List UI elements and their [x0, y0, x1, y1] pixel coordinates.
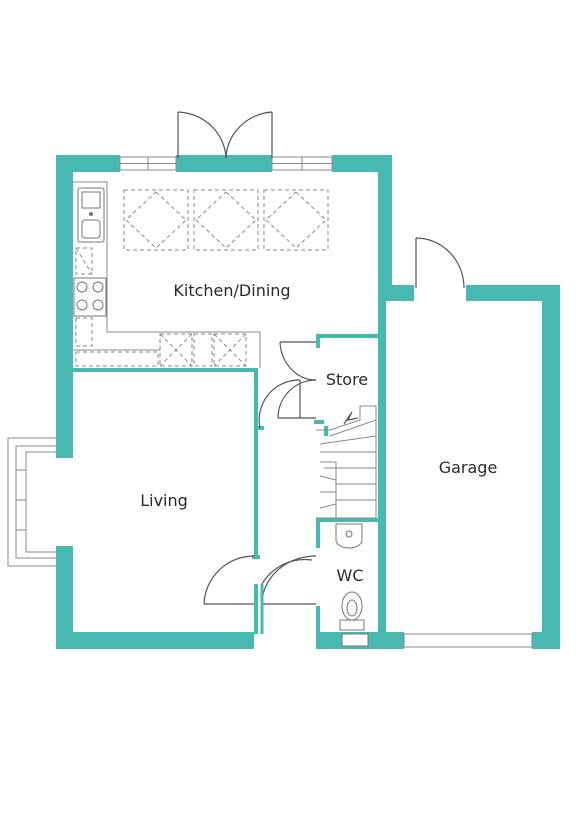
- sink-icon: [77, 187, 105, 243]
- french-doors: [177, 111, 273, 159]
- room-label-store: Store: [326, 370, 368, 389]
- store-door: [279, 341, 317, 381]
- garage-side-door: [415, 237, 465, 289]
- room-label-kitchen-dining: Kitchen/Dining: [173, 281, 290, 300]
- kitchen-units: [73, 181, 261, 368]
- hall-kitchen-door: [258, 379, 301, 429]
- outer-walls: [56, 155, 560, 649]
- window-top-left: [119, 156, 177, 171]
- wc-door: [261, 558, 313, 585]
- roof-lights: [123, 189, 329, 251]
- room-label-wc: WC: [337, 566, 364, 585]
- garage-door: [403, 633, 533, 648]
- toilet-icon: [339, 591, 369, 647]
- basin-icon: [335, 523, 363, 549]
- store-inner-door: [277, 379, 317, 419]
- living-door: [203, 555, 255, 605]
- staircase-icon: [316, 405, 377, 519]
- bay-window: [7, 437, 56, 567]
- interior-walls: [73, 334, 378, 646]
- hob-icon: [73, 277, 107, 317]
- room-label-garage: Garage: [439, 458, 498, 477]
- front-door: [260, 555, 317, 634]
- window-top-right: [271, 156, 333, 171]
- room-label-living: Living: [140, 491, 188, 510]
